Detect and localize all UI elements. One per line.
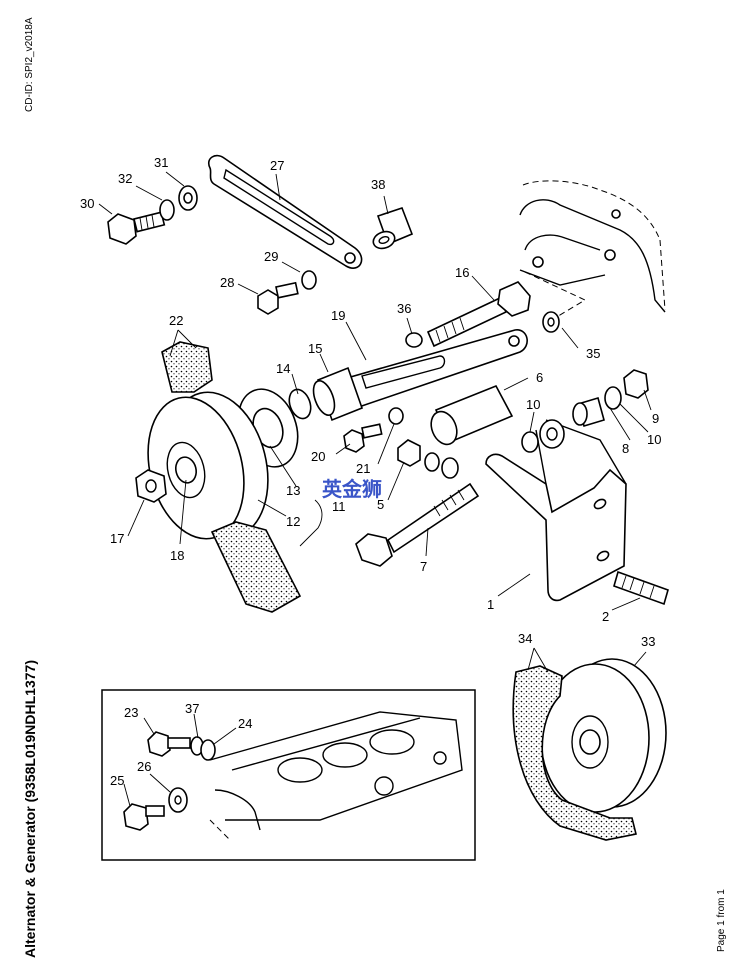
callout-38: 38 <box>371 177 385 192</box>
callout-14: 14 <box>276 361 290 376</box>
v-belt-34 <box>512 665 637 841</box>
callout-18: 18 <box>170 548 184 563</box>
washer-31 <box>178 185 198 211</box>
callout-10-a: 10 <box>526 397 540 412</box>
callout-31: 31 <box>154 155 168 170</box>
spacer-36 <box>405 332 423 348</box>
callout-32: 32 <box>118 171 132 186</box>
callout-21: 21 <box>356 461 370 476</box>
washer-10-b <box>604 386 622 410</box>
callout-16: 16 <box>455 265 469 280</box>
callout-33: 33 <box>641 634 655 649</box>
callout-28: 28 <box>220 275 234 290</box>
callout-10-b: 10 <box>647 432 661 447</box>
callout-34: 34 <box>518 631 532 646</box>
bolt-20 <box>343 423 383 453</box>
nut-5 <box>397 439 459 479</box>
collar-14 <box>288 388 312 420</box>
callout-37: 37 <box>185 701 199 716</box>
callout-12: 12 <box>286 514 300 529</box>
pivot-arm-19 <box>338 329 528 412</box>
callout-8: 8 <box>622 441 629 456</box>
watermark-text: 英金狮 <box>322 477 382 501</box>
callout-13: 13 <box>286 483 300 498</box>
pulley-33 <box>540 658 667 813</box>
callout-20: 20 <box>311 449 325 464</box>
callout-9: 9 <box>652 411 659 426</box>
callout-24: 24 <box>238 716 252 731</box>
nut-17 <box>135 469 167 503</box>
callout-1: 1 <box>487 597 494 612</box>
pulley-12 <box>147 391 269 540</box>
v-belt-22 <box>161 341 302 613</box>
callout-26: 26 <box>137 759 151 774</box>
washer-29 <box>301 270 317 290</box>
spacer-sleeve-6 <box>430 384 514 446</box>
nut-9 <box>623 369 649 399</box>
washer-10-a <box>521 431 539 453</box>
callout-numbers: 1 2 5 6 7 8 9 10 10 10 11 12 13 14 15 16… <box>80 155 661 788</box>
callout-25: 25 <box>110 773 124 788</box>
callout-17: 17 <box>110 531 124 546</box>
callout-6: 6 <box>536 370 543 385</box>
mounting-bracket-1 <box>485 419 627 602</box>
bolt-7 <box>355 482 480 567</box>
callout-27: 27 <box>270 158 284 173</box>
adjusting-strap-27 <box>208 154 363 269</box>
bolt-16 <box>426 281 531 348</box>
inset-box <box>101 689 476 861</box>
stud-2 <box>613 570 669 606</box>
callout-5: 5 <box>377 497 384 512</box>
shaft-15 <box>312 366 364 422</box>
leader-lines <box>98 171 652 807</box>
washer-21 <box>388 407 404 425</box>
callout-7: 7 <box>420 559 427 574</box>
callout-30: 30 <box>80 196 94 211</box>
callout-35: 35 <box>586 346 600 361</box>
bush-38 <box>372 206 414 250</box>
callout-29: 29 <box>264 249 278 264</box>
callout-2: 2 <box>602 609 609 624</box>
callout-23: 23 <box>124 705 138 720</box>
engine-block-outline <box>519 180 666 319</box>
callout-22: 22 <box>169 313 183 328</box>
washer-35 <box>542 311 560 333</box>
bolt-28 <box>257 281 299 315</box>
callout-36: 36 <box>397 301 411 316</box>
spring-washer-32 <box>159 199 175 221</box>
callout-15: 15 <box>308 341 322 356</box>
spacer-8 <box>572 396 605 428</box>
callout-19: 19 <box>331 308 345 323</box>
bolt-30 <box>107 211 166 245</box>
callout-11: 11 <box>332 499 346 514</box>
